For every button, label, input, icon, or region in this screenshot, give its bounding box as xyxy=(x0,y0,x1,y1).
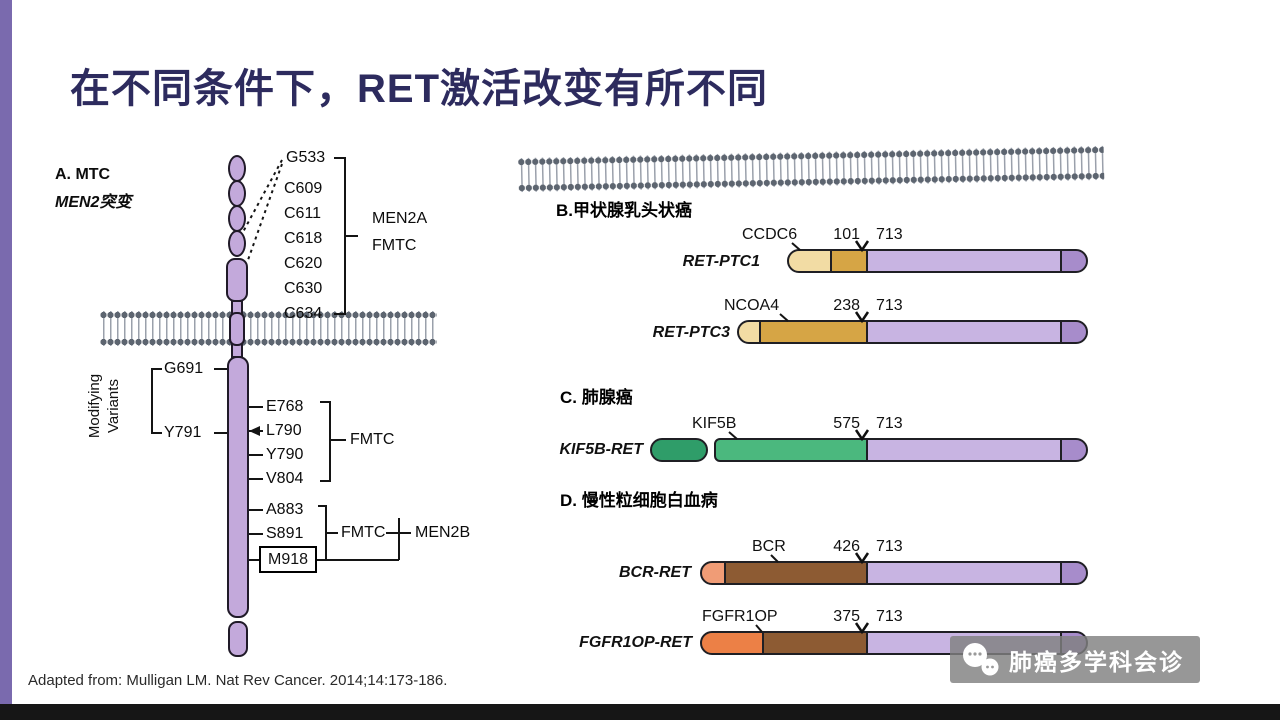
mutation-m918-box: M918 xyxy=(259,546,317,573)
ret-kinase-segment xyxy=(866,320,1062,344)
ret-cterm-segment xyxy=(1060,561,1088,585)
fusion-bar-ret-ptc1 xyxy=(787,249,1088,273)
mutation-e768: E768 xyxy=(266,398,304,415)
mutation-g533: G533 xyxy=(286,149,326,166)
watermark-badge: 肺癌多学科会诊 xyxy=(950,636,1200,683)
transmembrane-domain xyxy=(229,312,245,346)
kinase-domain xyxy=(227,356,249,618)
cysteine-rich-domain xyxy=(226,258,248,302)
left-accent-bar xyxy=(0,0,12,704)
mutation-y790: Y790 xyxy=(266,446,304,463)
label-fmtc-lower: FMTC xyxy=(341,524,386,541)
mutation-g691: G691 xyxy=(164,360,204,377)
ret-cterm-segment xyxy=(1060,249,1088,273)
cadherin-domain-1 xyxy=(228,155,246,182)
ret-kinase-segment xyxy=(866,561,1062,585)
cadherin-domain-2 xyxy=(228,180,246,207)
ret-start-713-bcr: 713 xyxy=(876,538,903,555)
fusion-name-bcr-ret: BCR-RET xyxy=(619,564,691,581)
mutation-m918: M918 xyxy=(267,550,309,568)
partner-ncoa4: NCOA4 xyxy=(724,297,780,314)
label-modifying-variants: Modifying Variants xyxy=(85,344,125,468)
bcr-segment xyxy=(724,561,868,585)
kif5b-pill-segment xyxy=(650,438,708,462)
ret-cterm-segment xyxy=(1060,320,1088,344)
panel-c-heading: C. 肺腺癌 xyxy=(560,388,633,407)
ccdc6-segment xyxy=(830,249,868,273)
label-men2a-fmtc: FMTC xyxy=(372,237,417,254)
ret-start-713-ptc3: 713 xyxy=(876,297,903,314)
ncoa4-segment-cap xyxy=(737,320,761,344)
ret-start-713-kif5b: 713 xyxy=(876,415,903,432)
fusion-bar-bcr-ret xyxy=(700,561,1088,585)
breakpoint-575: 575 xyxy=(833,415,860,432)
kif5b-segment xyxy=(714,438,868,462)
c-terminal-domain xyxy=(228,621,248,657)
label-men2b: MEN2B xyxy=(415,524,471,541)
bcr-segment-cap xyxy=(700,561,726,585)
breakpoint-375: 375 xyxy=(833,608,860,625)
mutation-c634: C634 xyxy=(284,305,323,322)
mutation-c620: C620 xyxy=(284,255,323,272)
mutation-y791: Y791 xyxy=(164,424,202,441)
modifying-line2: Variants xyxy=(105,379,122,433)
page-title: 在不同条件下，RET激活改变有所不同 xyxy=(70,67,768,111)
ret-kinase-segment xyxy=(866,249,1062,273)
mutation-c630: C630 xyxy=(284,280,323,297)
mutation-l790: L790 xyxy=(266,422,302,439)
ccdc6-segment-cap xyxy=(787,249,832,273)
fusion-name-ret-ptc1: RET-PTC1 xyxy=(682,253,760,270)
mutation-c611: C611 xyxy=(284,205,322,222)
ret-start-713-fgfr1op: 713 xyxy=(876,608,903,625)
fusion-name-kif5b-ret: KIF5B-RET xyxy=(559,441,643,458)
mutation-c609: C609 xyxy=(284,180,323,197)
cell-membrane-right xyxy=(517,145,1105,193)
panel-d-heading: D. 慢性粒细胞白血病 xyxy=(560,491,718,510)
panel-b-heading: B.甲状腺乳头状癌 xyxy=(556,201,692,220)
ret-kinase-segment xyxy=(866,438,1062,462)
citation: Adapted from: Mulligan LM. Nat Rev Cance… xyxy=(28,672,448,689)
l790-arrowhead xyxy=(249,426,260,436)
ret-start-713-ptc1: 713 xyxy=(876,226,903,243)
ret-cterm-segment xyxy=(1060,438,1088,462)
cadherin-domain-3 xyxy=(228,205,246,232)
partner-bcr: BCR xyxy=(752,538,786,555)
fgfr1op-brown-segment xyxy=(762,631,868,655)
fusion-name-fgfr1op-ret: FGFR1OP-RET xyxy=(579,634,692,651)
breakpoint-426: 426 xyxy=(833,538,860,555)
fusion-name-ret-ptc3: RET-PTC3 xyxy=(652,324,730,341)
label-fmtc-kinase: FMTC xyxy=(350,431,395,448)
mutation-a883: A883 xyxy=(266,501,304,518)
panel-a-heading-line1: A. MTC xyxy=(55,166,111,183)
chat-bubbles-icon xyxy=(963,642,999,675)
mutation-s891: S891 xyxy=(266,525,304,542)
breakpoint-101: 101 xyxy=(833,226,860,243)
panel-a-heading-line2: MEN2突变 xyxy=(55,194,132,211)
bottom-bar xyxy=(0,704,1280,720)
modifying-line1: Modifying xyxy=(86,373,103,439)
partner-kif5b: KIF5B xyxy=(692,415,737,432)
cadherin-domain-4 xyxy=(228,230,246,257)
kif5b-coil-segment xyxy=(650,438,708,462)
mutation-c618: C618 xyxy=(284,230,323,247)
partner-ccdc6: CCDC6 xyxy=(742,226,798,243)
fgfr1op-segment xyxy=(700,631,764,655)
partner-fgfr1op: FGFR1OP xyxy=(702,608,778,625)
label-men2a: MEN2A xyxy=(372,210,428,227)
watermark-text: 肺癌多学科会诊 xyxy=(1009,648,1184,675)
breakpoint-238: 238 xyxy=(833,297,860,314)
fusion-bar-kif5b-ret xyxy=(714,438,1088,462)
cell-membrane-left xyxy=(100,311,437,346)
fusion-bar-ret-ptc3 xyxy=(737,320,1088,344)
mutation-v804: V804 xyxy=(266,470,304,487)
ncoa4-segment xyxy=(759,320,868,344)
